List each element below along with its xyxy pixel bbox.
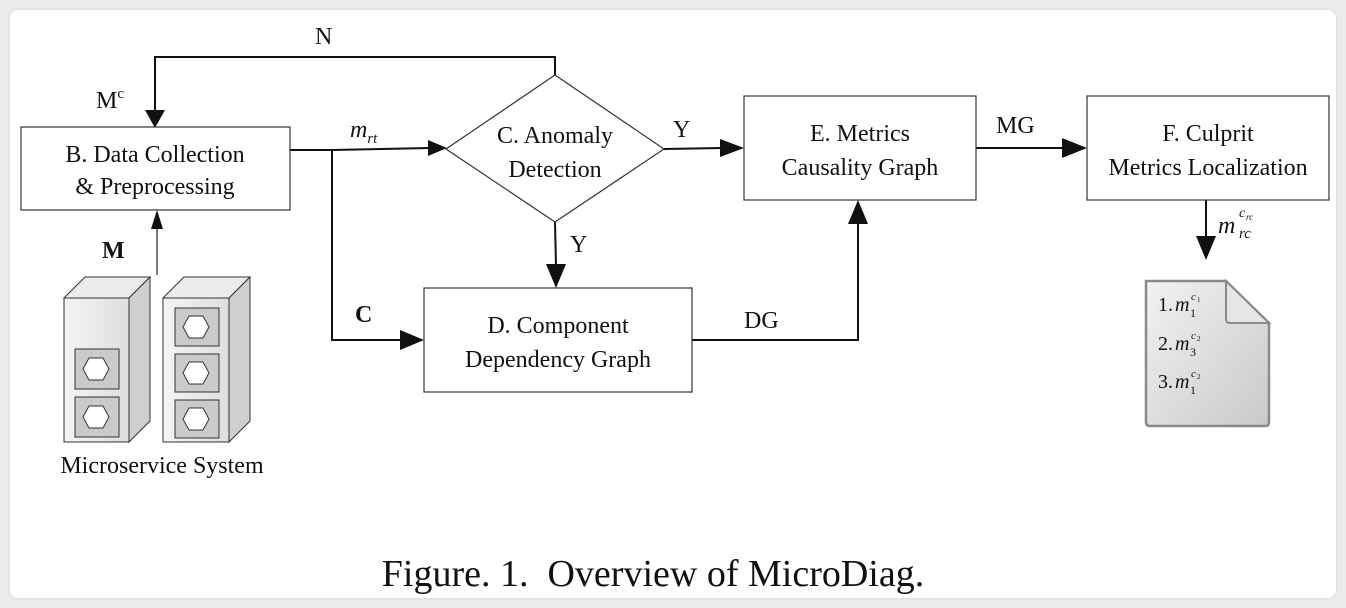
component-dependency-line1: D. Component [487, 313, 629, 339]
mg-arrowhead [1062, 138, 1087, 158]
yes-down-arrowhead [546, 264, 566, 288]
mrc-label: m rc c rc [1218, 206, 1253, 242]
loop-no-label: N [315, 24, 332, 50]
c-edge [331, 150, 403, 341]
c-arrowhead [400, 330, 424, 350]
svg-text:c: c [1191, 330, 1196, 342]
culprit-localization-line2: Metrics Localization [1108, 155, 1307, 181]
svg-text:1: 1 [1197, 296, 1201, 304]
m-input-arrowhead [151, 210, 163, 229]
metrics-causality-line1: E. Metrics [810, 121, 910, 147]
dg-label: DG [744, 308, 779, 334]
yes-right-label: Y [673, 117, 690, 143]
ranked-item-3: 3. m 1 c 2 [1158, 368, 1201, 397]
data-collection-line2: & Preprocessing [75, 174, 234, 200]
ranked-item-2: 2. m 3 c 2 [1158, 330, 1201, 359]
anomaly-detection-line2: Detection [508, 157, 601, 183]
svg-text:1: 1 [1190, 306, 1196, 320]
component-dependency-line2: Dependency Graph [465, 347, 651, 373]
yes-right-edge [663, 147, 723, 150]
metrics-causality-box [743, 95, 977, 201]
svg-text:3: 3 [1190, 345, 1196, 359]
mrc-arrowhead [1196, 236, 1216, 260]
svg-text:m: m [1175, 371, 1189, 393]
svg-text:2: 2 [1197, 335, 1201, 343]
svg-text:c: c [1191, 368, 1196, 380]
loop-back-arrowhead [145, 110, 165, 128]
svg-text:m: m [1175, 294, 1189, 316]
svg-text:3.: 3. [1158, 371, 1173, 393]
ranked-result-document-icon [1144, 278, 1272, 428]
data-collection-box [20, 126, 291, 211]
anomaly-detection-diamond [444, 74, 666, 223]
figure-caption: Figure. 1. Overview of MicroDiag. [382, 553, 924, 595]
yes-right-arrowhead [720, 139, 744, 157]
data-collection-line1: B. Data Collection [65, 142, 244, 168]
microservice-system-label: Microservice System [60, 453, 264, 479]
svg-text:2.: 2. [1158, 333, 1173, 355]
svg-text:rc: rc [1239, 226, 1251, 242]
dg-arrowhead [848, 200, 868, 224]
svg-text:1: 1 [1190, 383, 1196, 397]
m-input-label: M [102, 238, 125, 264]
c-label: C [355, 302, 372, 328]
mc-label: Mc [96, 86, 124, 114]
metrics-causality-line2: Causality Graph [782, 155, 939, 181]
mrt-edge [290, 147, 431, 151]
svg-text:c: c [1239, 206, 1246, 221]
svg-text:c: c [1191, 291, 1196, 303]
culprit-localization-line1: F. Culprit [1162, 121, 1254, 147]
server-left-icon [62, 275, 152, 444]
svg-text:rc: rc [1246, 212, 1253, 222]
yes-down-edge [554, 221, 557, 267]
mg-label: MG [996, 113, 1035, 139]
svg-text:m: m [1218, 213, 1235, 239]
mrt-label: mrt [350, 117, 378, 147]
svg-text:2: 2 [1197, 373, 1201, 381]
culprit-localization-box [1086, 95, 1330, 201]
component-dependency-box [423, 287, 693, 393]
dg-edge [692, 222, 859, 341]
yes-down-label: Y [570, 232, 587, 258]
svg-text:1.: 1. [1158, 294, 1173, 316]
svg-text:m: m [1175, 333, 1189, 355]
loop-back-edge [154, 56, 556, 112]
server-right-icon [161, 275, 252, 444]
mrt-arrowhead [428, 140, 447, 156]
ranked-item-1: 1. m 1 c 1 [1158, 291, 1201, 320]
anomaly-detection-line1: C. Anomaly [497, 123, 613, 149]
